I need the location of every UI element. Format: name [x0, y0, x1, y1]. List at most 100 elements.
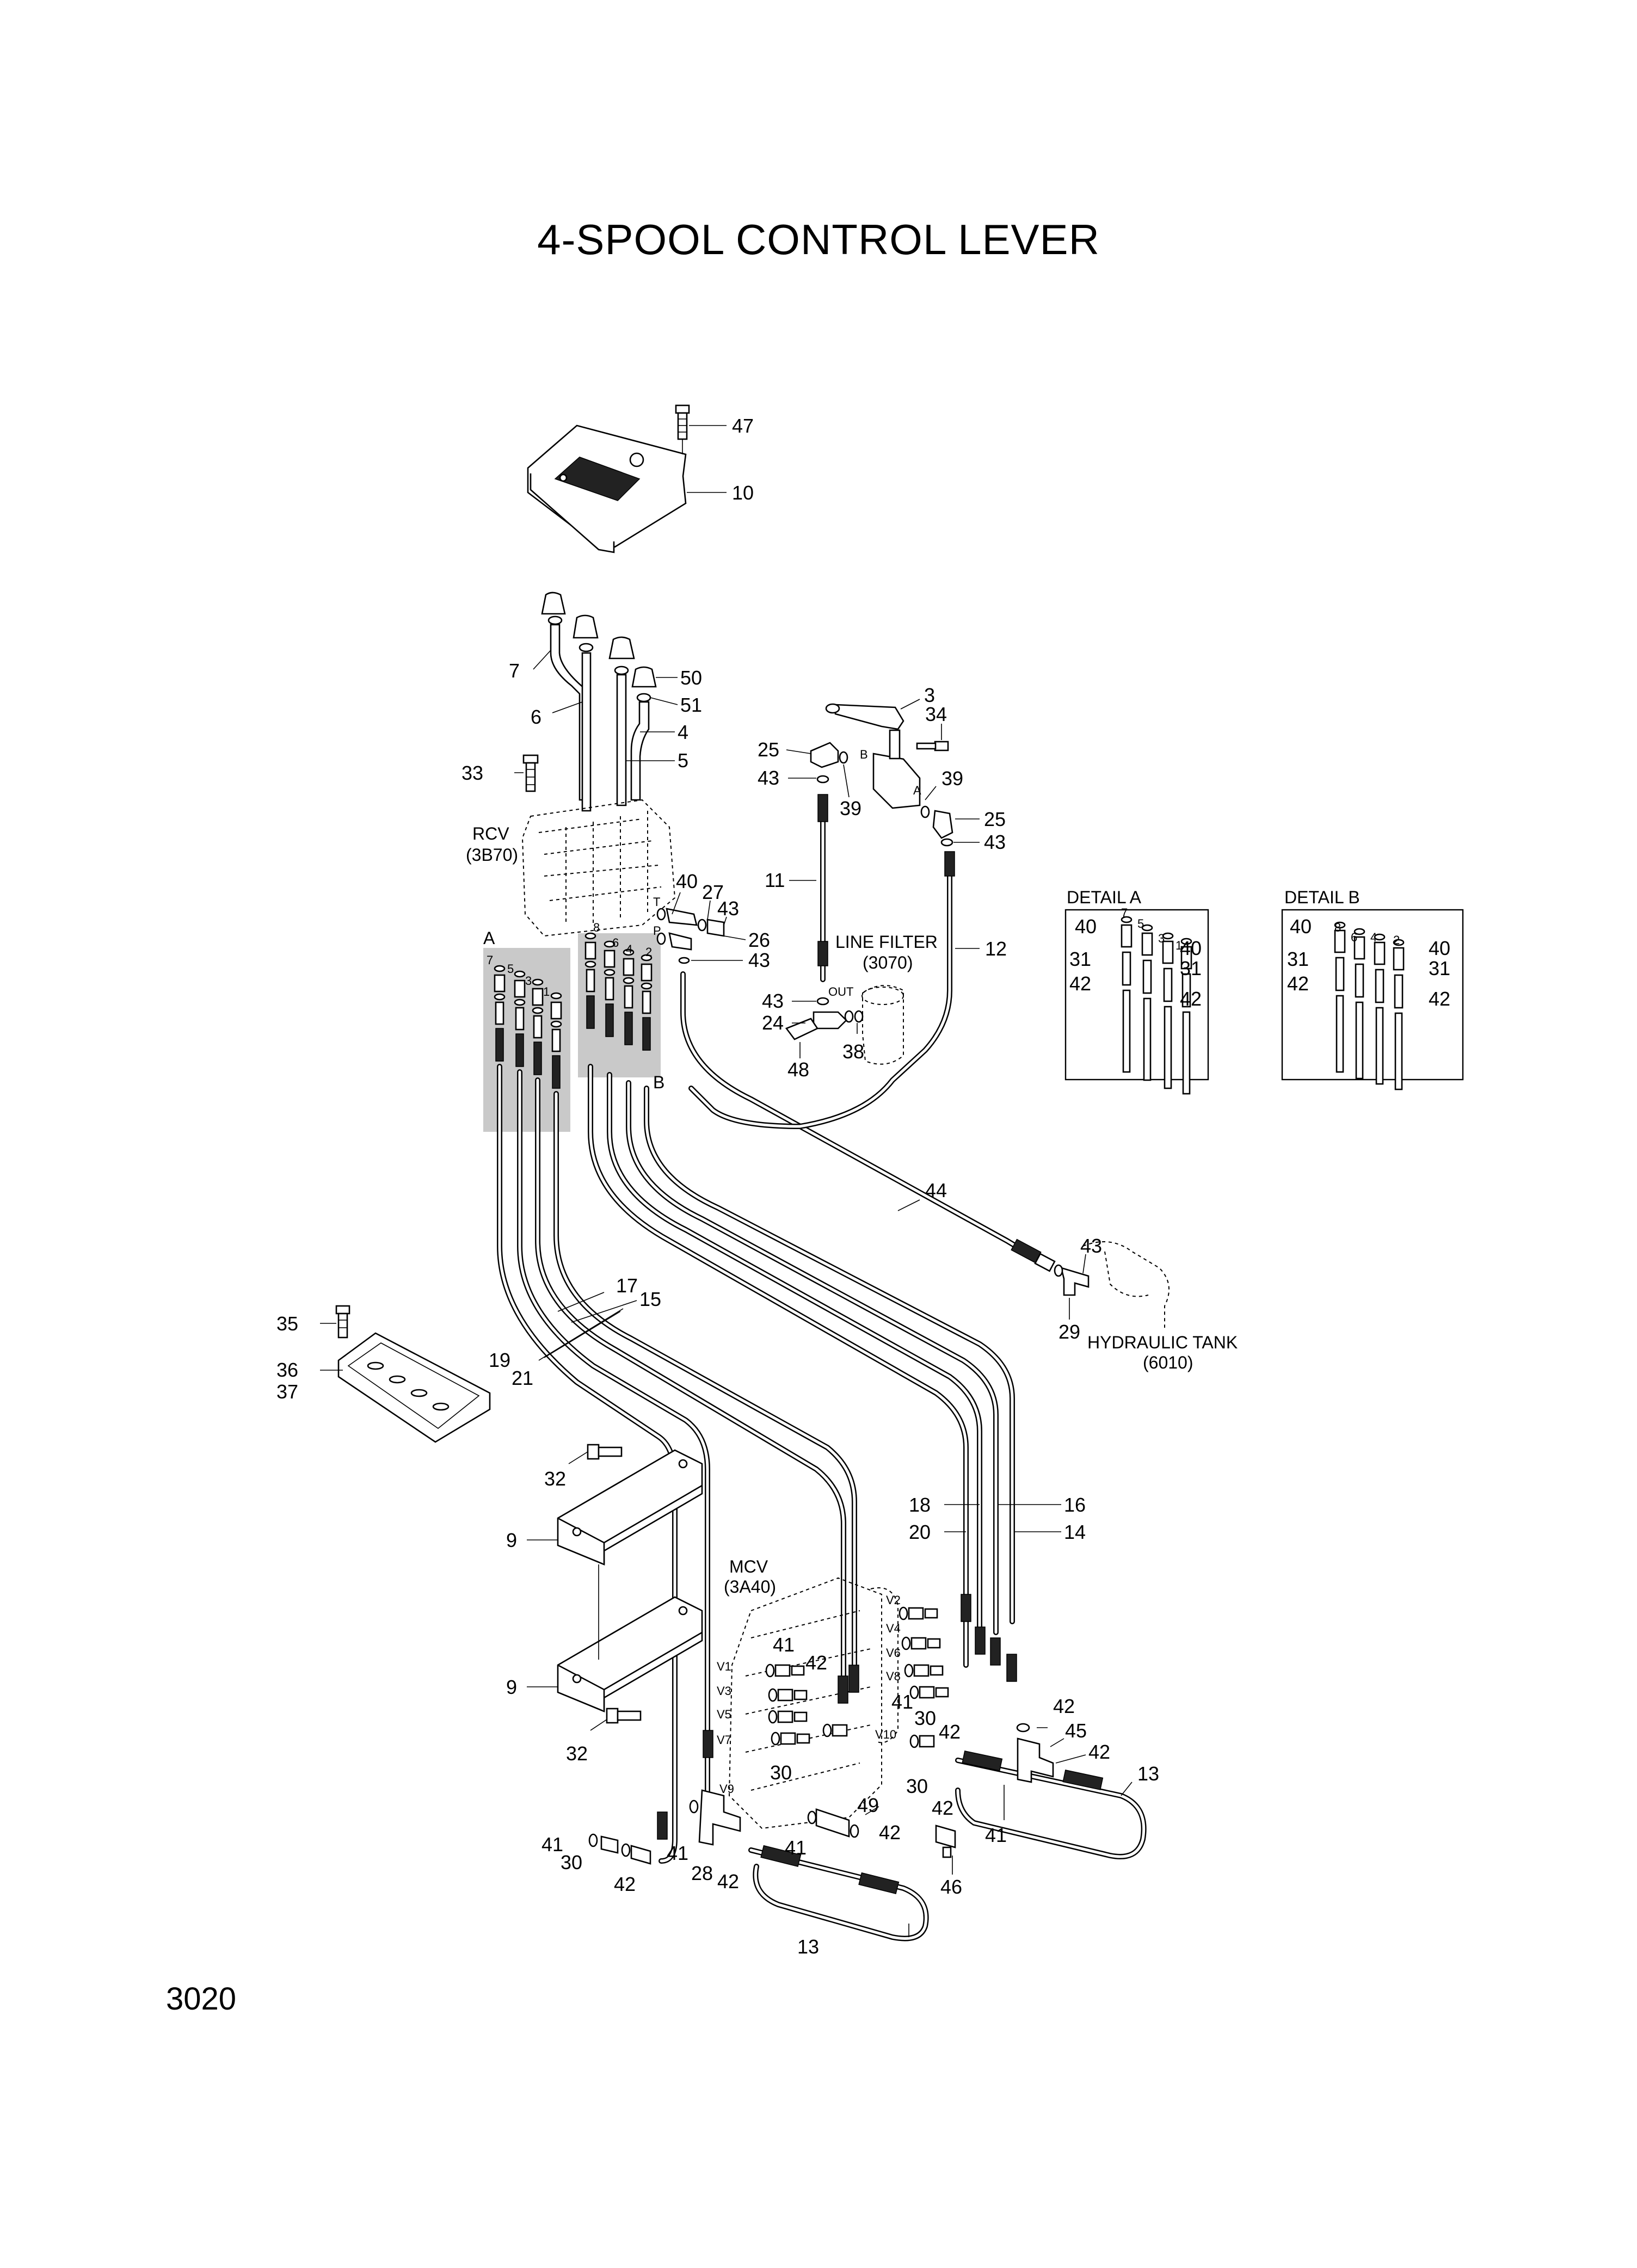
mcv-ref: (3A40): [724, 1577, 776, 1597]
page-title: 4-SPOOL CONTROL LEVER: [537, 215, 1100, 263]
mcv-port-v7: V7: [717, 1733, 731, 1747]
tee-45: [1016, 1723, 1054, 1783]
rcv-tp-fittings: [656, 908, 725, 964]
hose-bundle-b: [588, 1064, 1015, 1668]
bracket-9-upper: [557, 1449, 703, 1566]
bolt-35: [335, 1305, 350, 1339]
callout-38: 38: [842, 1040, 864, 1063]
callout-15: 15: [639, 1288, 661, 1310]
callout-46: 46: [940, 1876, 962, 1898]
callout-13-right: 13: [1137, 1762, 1159, 1785]
callout-17: 17: [616, 1274, 638, 1297]
callout-19: 19: [489, 1349, 510, 1371]
zone-a-fittings: [494, 965, 562, 1089]
callout-41-right: 41: [891, 1691, 913, 1713]
callout-9-lower: 9: [506, 1676, 517, 1698]
mcv-right-fittings: [898, 1606, 949, 1748]
tank-label: HYDRAULIC TANK: [1087, 1333, 1238, 1352]
callout-6: 6: [531, 706, 541, 728]
detail-a-port-5: 5: [1137, 917, 1144, 930]
mcv-port-v4: V4: [886, 1622, 901, 1635]
detail-b-42-left: 42: [1287, 972, 1309, 995]
callout-25-right: 25: [984, 808, 1006, 830]
callout-12: 12: [985, 938, 1007, 960]
hose-44: [680, 971, 1056, 1272]
mcv-port-v8: V8: [886, 1669, 901, 1683]
detail-b-40-left: 40: [1290, 915, 1312, 938]
mcv-port-v5: V5: [717, 1708, 731, 1721]
callout-27: 27: [702, 881, 724, 903]
valve-port-a: A: [913, 784, 921, 797]
mcv-port-v1: V1: [717, 1660, 731, 1673]
callout-43-right: 43: [984, 831, 1006, 853]
callout-13-left: 13: [797, 1936, 819, 1958]
callout-48: 48: [787, 1058, 809, 1081]
detail-a-42-right: 42: [1180, 988, 1202, 1010]
mcv-body: [728, 1577, 898, 1829]
callout-39-left: 39: [840, 797, 861, 819]
fittings-bottom-left: [588, 1833, 651, 1865]
lever-knob-group: [541, 591, 657, 812]
callout-11: 11: [765, 869, 785, 891]
callout-36: 36: [276, 1359, 298, 1381]
callout-41-mcv: 41: [773, 1634, 795, 1656]
zone-b-fittings: [584, 932, 653, 1051]
callout-43-tank: 43: [1080, 1235, 1102, 1257]
callout-3: 3: [924, 684, 935, 706]
callout-29: 29: [1058, 1321, 1080, 1343]
detail-b-31-left: 31: [1287, 948, 1309, 970]
callout-42-right-a: 42: [939, 1721, 961, 1743]
callout-51: 51: [680, 694, 702, 716]
fitting-49: [807, 1808, 859, 1838]
bolt-47: [675, 404, 690, 454]
line-filter: [861, 985, 904, 1065]
rcv-port-5: 5: [507, 962, 514, 976]
detail-b-port-6: 6: [1351, 930, 1357, 944]
callout-42-mcv: 42: [805, 1651, 827, 1674]
bolt-32-lower: [606, 1708, 642, 1724]
rcv-port-2: 2: [645, 945, 652, 959]
hose-11: [817, 794, 828, 982]
callout-16: 16: [1064, 1494, 1086, 1516]
callout-40: 40: [676, 870, 698, 892]
tray-36: [337, 1332, 491, 1443]
callout-30-right: 30: [914, 1707, 936, 1729]
hydraulic-tank: [1082, 1241, 1170, 1328]
tee-28: [689, 1789, 741, 1846]
mcv-port-v3: V3: [717, 1684, 731, 1698]
callout-21: 21: [512, 1367, 533, 1389]
callout-35: 35: [276, 1312, 298, 1335]
callout-42-left: 42: [614, 1873, 636, 1895]
detail-b-42-right: 42: [1429, 988, 1450, 1010]
mcv-label: MCV: [729, 1557, 768, 1576]
callout-5: 5: [678, 749, 688, 772]
detail-b-port-8: 8: [1334, 921, 1341, 934]
detail-a-42-left: 42: [1069, 972, 1091, 995]
rcv-port-1: 1: [543, 985, 550, 999]
tank-ref: (6010): [1143, 1353, 1193, 1372]
callout-49: 49: [857, 1794, 879, 1816]
callout-42-49: 42: [879, 1821, 901, 1844]
rcv-label: RCV: [472, 824, 509, 843]
detail-a-31-left: 31: [1069, 948, 1091, 970]
detail-a-port-3: 3: [1158, 932, 1165, 945]
callout-30-v9: 30: [770, 1761, 792, 1784]
callout-42-tee-b: 42: [1088, 1741, 1110, 1763]
callout-30-left: 30: [561, 1851, 582, 1873]
callout-4: 4: [678, 721, 688, 743]
detail-b-box: [1281, 909, 1464, 1090]
hose-13-right: [955, 1751, 1147, 1859]
detail-b-port-2: 2: [1393, 933, 1400, 947]
detail-a-port-1: 1: [1176, 939, 1182, 952]
detail-b-40-right: 40: [1429, 937, 1450, 959]
rcv-port-4: 4: [626, 942, 632, 956]
tee-29: [1054, 1264, 1090, 1296]
hose-ends-mcv: [657, 1594, 1017, 1840]
callout-42-tee: 42: [1053, 1695, 1075, 1717]
callout-32-upper: 32: [544, 1468, 566, 1490]
hose-12: [688, 851, 955, 1130]
mcv-port-v2: V2: [886, 1593, 901, 1607]
valve-3: [825, 703, 921, 809]
callout-45: 45: [1065, 1720, 1087, 1742]
callout-24: 24: [762, 1012, 784, 1034]
